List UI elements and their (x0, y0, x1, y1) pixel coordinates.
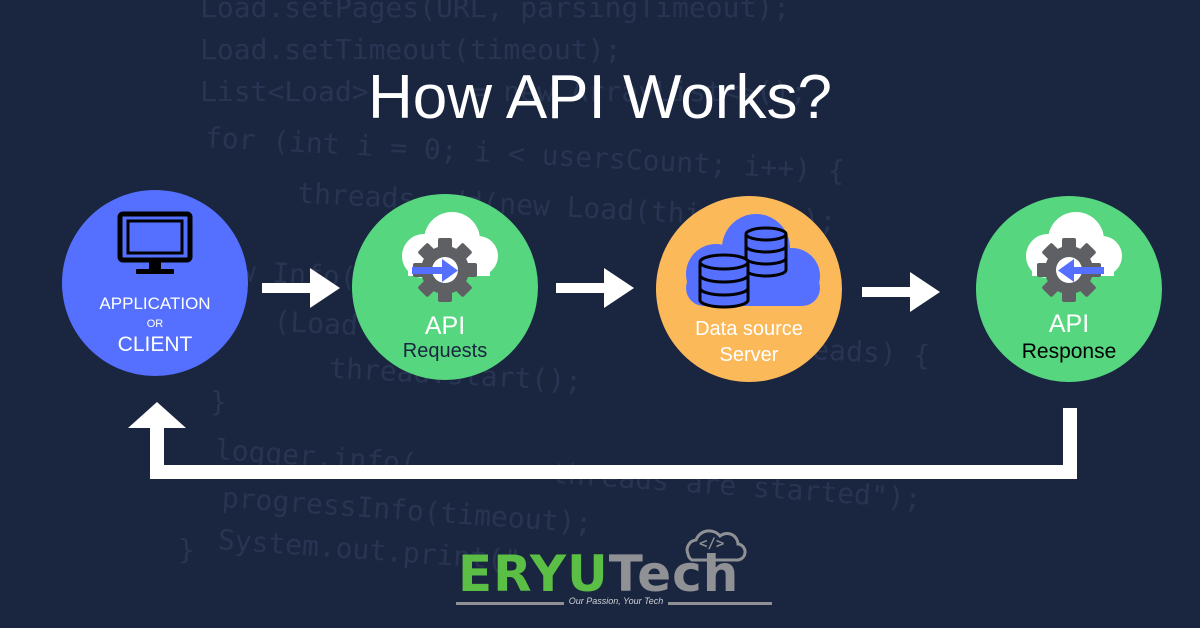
code-line: Load.setPages(URL, parsingTimeout); (200, 0, 791, 24)
api-requests-node: API Requests (352, 194, 538, 380)
client-label-line1: APPLICATION (99, 294, 211, 313)
right-arrow-icon (262, 268, 340, 308)
code-line: Load.setTimeout(timeout); (200, 33, 622, 66)
page-title: How API Works? (367, 63, 832, 132)
code-line: } (178, 533, 195, 566)
client-label-line2: OR (146, 318, 164, 330)
erytech-logo: </> ERYUTech Our Passion, Your Tech (456, 524, 776, 614)
code-line: } (210, 385, 227, 418)
datasource-label-line1: Data source (695, 318, 803, 340)
right-arrow-icon (556, 268, 634, 308)
monitor-icon (62, 190, 248, 376)
data-source-node: Data source Server (656, 196, 842, 382)
cloud-gear-icon (352, 194, 538, 380)
logo-code-glyph: </> (699, 536, 725, 552)
cloud-gear-icon (976, 196, 1162, 382)
logo-brand-part2: Tech (608, 545, 740, 603)
api-response-node: API Response (976, 196, 1162, 382)
code-line: List<Load> = new ArrayList<>(); (200, 75, 807, 108)
datasource-label-line2: Server (719, 344, 779, 366)
logo-brand: ERYUTech (458, 546, 739, 602)
cloud-database-icon (656, 196, 842, 382)
logo-cloud-code-icon (456, 529, 772, 605)
response-label-line2: Response (1021, 340, 1117, 363)
requests-label-line1: API (424, 312, 466, 340)
logo-brand-part1: ERYU (458, 545, 609, 603)
requests-label-line2: Requests (402, 340, 488, 362)
client-node: APPLICATION OR CLIENT (62, 190, 248, 376)
response-label-line1: API (1048, 310, 1090, 338)
client-label-line3: CLIENT (117, 333, 193, 356)
return-arrow-icon (128, 402, 1077, 479)
right-arrow-icon (862, 272, 940, 312)
logo-tagline: Our Passion, Your Tech (568, 596, 664, 606)
